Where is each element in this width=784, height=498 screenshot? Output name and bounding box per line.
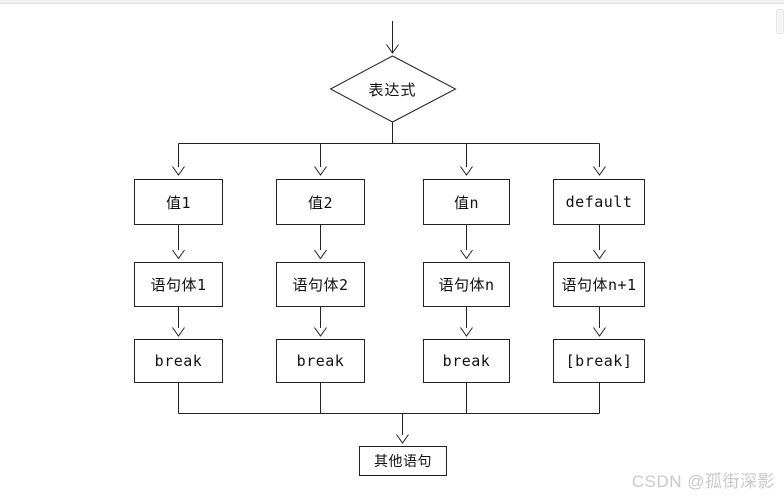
flow-node-body-n: 语句体n [423, 262, 510, 307]
flow-node-break-1: break [134, 339, 223, 383]
flow-node-body-2: 语句体2 [276, 262, 365, 307]
flow-node-value-n: 值n [423, 179, 510, 225]
flow-node-default: default [553, 179, 645, 225]
flow-node-break-n: break [423, 339, 510, 383]
flow-node-value-2: 值2 [276, 179, 365, 225]
flow-node-end: 其他语句 [359, 446, 447, 476]
flow-node-body-n1: 语句体n+1 [553, 262, 645, 307]
flow-node-break-2: break [276, 339, 365, 383]
watermark-text: CSDN @孤街深影 [631, 472, 775, 491]
flow-node-body-1: 语句体1 [134, 262, 223, 307]
decision-node-label: 表达式 [368, 80, 417, 99]
flow-node-value-1: 值1 [134, 179, 223, 225]
flow-node-break-optional: [break] [553, 339, 645, 383]
top-border-strip [0, 0, 784, 4]
